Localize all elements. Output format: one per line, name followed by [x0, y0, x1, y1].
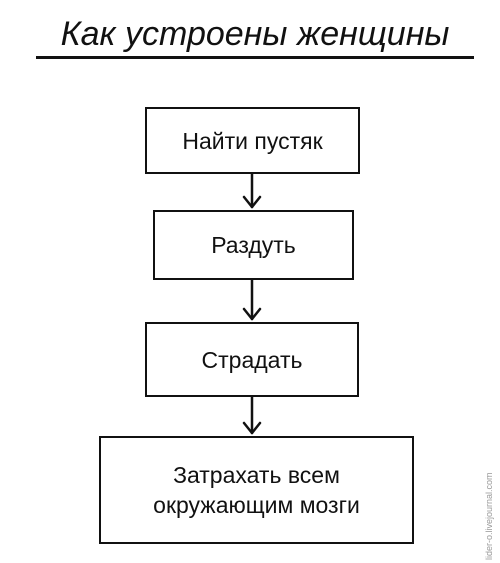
- flow-step-suffer: Страдать: [145, 322, 359, 397]
- watermark-text: lider-o.livejournal.com: [484, 472, 494, 560]
- flow-step-label: Раздуть: [211, 232, 296, 258]
- flow-step-final: Затрахать всем окружающим мозги: [99, 436, 414, 544]
- title-underline: [36, 56, 474, 59]
- flow-step-find-trifle: Найти пустяк: [145, 107, 360, 174]
- watermark: lider-o.livejournal.com: [484, 432, 496, 562]
- flow-step-label: Найти пустяк: [182, 127, 323, 154]
- arrow-step3-to-step4: [242, 395, 262, 435]
- flow-step-label: Затрахать всем окружающим мозги: [153, 462, 360, 518]
- flow-step-inflate: Раздуть: [153, 210, 354, 280]
- diagram-title: Как устроены женщины: [60, 15, 450, 53]
- arrow-step1-to-step2: [242, 172, 262, 209]
- flow-step-label: Страдать: [201, 346, 303, 373]
- arrow-step2-to-step3: [242, 278, 262, 321]
